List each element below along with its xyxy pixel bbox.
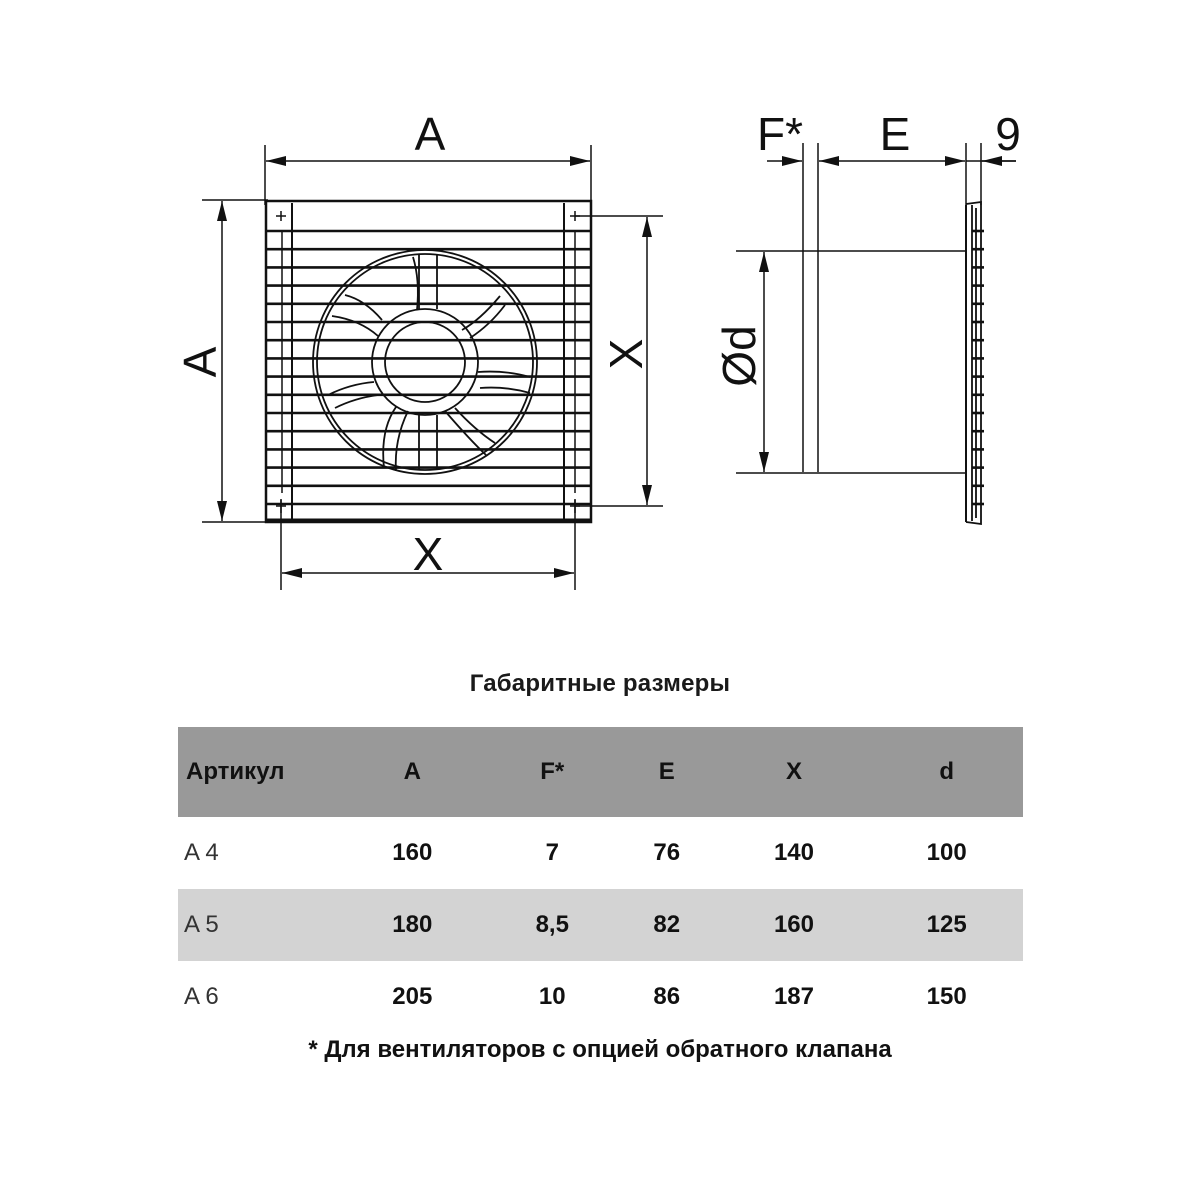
cell-d: 100 — [926, 839, 967, 866]
grille-side-profile — [965, 200, 984, 526]
cell-x: 160 — [773, 911, 814, 938]
cell-f: 10 — [538, 983, 566, 1010]
dimensions-table: Артикул A F* E X d A 4 160 7 76 140 100 … — [178, 727, 1023, 1033]
column-header-article: Артикул — [186, 758, 285, 785]
label-grille-depth: 9 — [995, 108, 1021, 160]
cell-e: 86 — [653, 983, 681, 1010]
technical-drawing: A A X X F* E 9 Ød — [174, 108, 1021, 590]
cell-a: 160 — [392, 839, 433, 866]
cell-article: A 5 — [184, 911, 219, 938]
cell-e: 76 — [653, 839, 681, 866]
dimension-top-a — [264, 145, 592, 205]
table-header-row: Артикул A F* E X d — [178, 727, 1023, 817]
cell-a: 180 — [392, 911, 433, 938]
dimension-bottom-x — [280, 500, 576, 590]
grille-frame — [264, 199, 593, 524]
column-header-a: A — [403, 758, 421, 785]
cell-article: A 4 — [184, 839, 219, 866]
cell-e: 82 — [653, 911, 681, 938]
label-f-star: F* — [757, 108, 803, 160]
table-title: Габаритные размеры — [469, 670, 731, 697]
column-header-f: F* — [540, 758, 565, 785]
cell-f: 8,5 — [535, 911, 569, 938]
side-view — [736, 143, 1016, 526]
footnote: * Для вентиляторов с опцией обратного кл… — [308, 1036, 892, 1063]
cell-x: 140 — [773, 839, 814, 866]
column-header-x: X — [785, 758, 802, 785]
label-e: E — [880, 108, 911, 160]
label-diameter: Ød — [713, 325, 765, 386]
table-row: A 4 160 7 76 140 100 — [178, 817, 1023, 889]
dimension-left-a — [202, 199, 268, 523]
label-top-a: A — [415, 108, 446, 160]
dimension-right-x — [575, 215, 663, 507]
column-header-e: E — [658, 758, 675, 785]
table-row: A 5 180 8,5 82 160 125 — [178, 889, 1023, 961]
cell-a: 205 — [392, 983, 433, 1010]
cell-x: 187 — [773, 983, 814, 1010]
grille-louvers — [267, 229, 590, 506]
label-right-x: X — [600, 339, 652, 370]
cell-article: A 6 — [184, 983, 219, 1010]
cell-f: 7 — [545, 839, 559, 866]
fan-impeller — [312, 249, 538, 475]
column-header-d: d — [939, 758, 954, 785]
cell-d: 125 — [926, 911, 967, 938]
screw-hole-icons — [276, 211, 580, 513]
table-row: A 6 205 10 86 187 150 — [178, 961, 1023, 1033]
front-view — [202, 145, 663, 590]
cell-d: 150 — [926, 983, 967, 1010]
label-left-a: A — [174, 346, 226, 377]
label-bottom-x: X — [413, 528, 444, 580]
